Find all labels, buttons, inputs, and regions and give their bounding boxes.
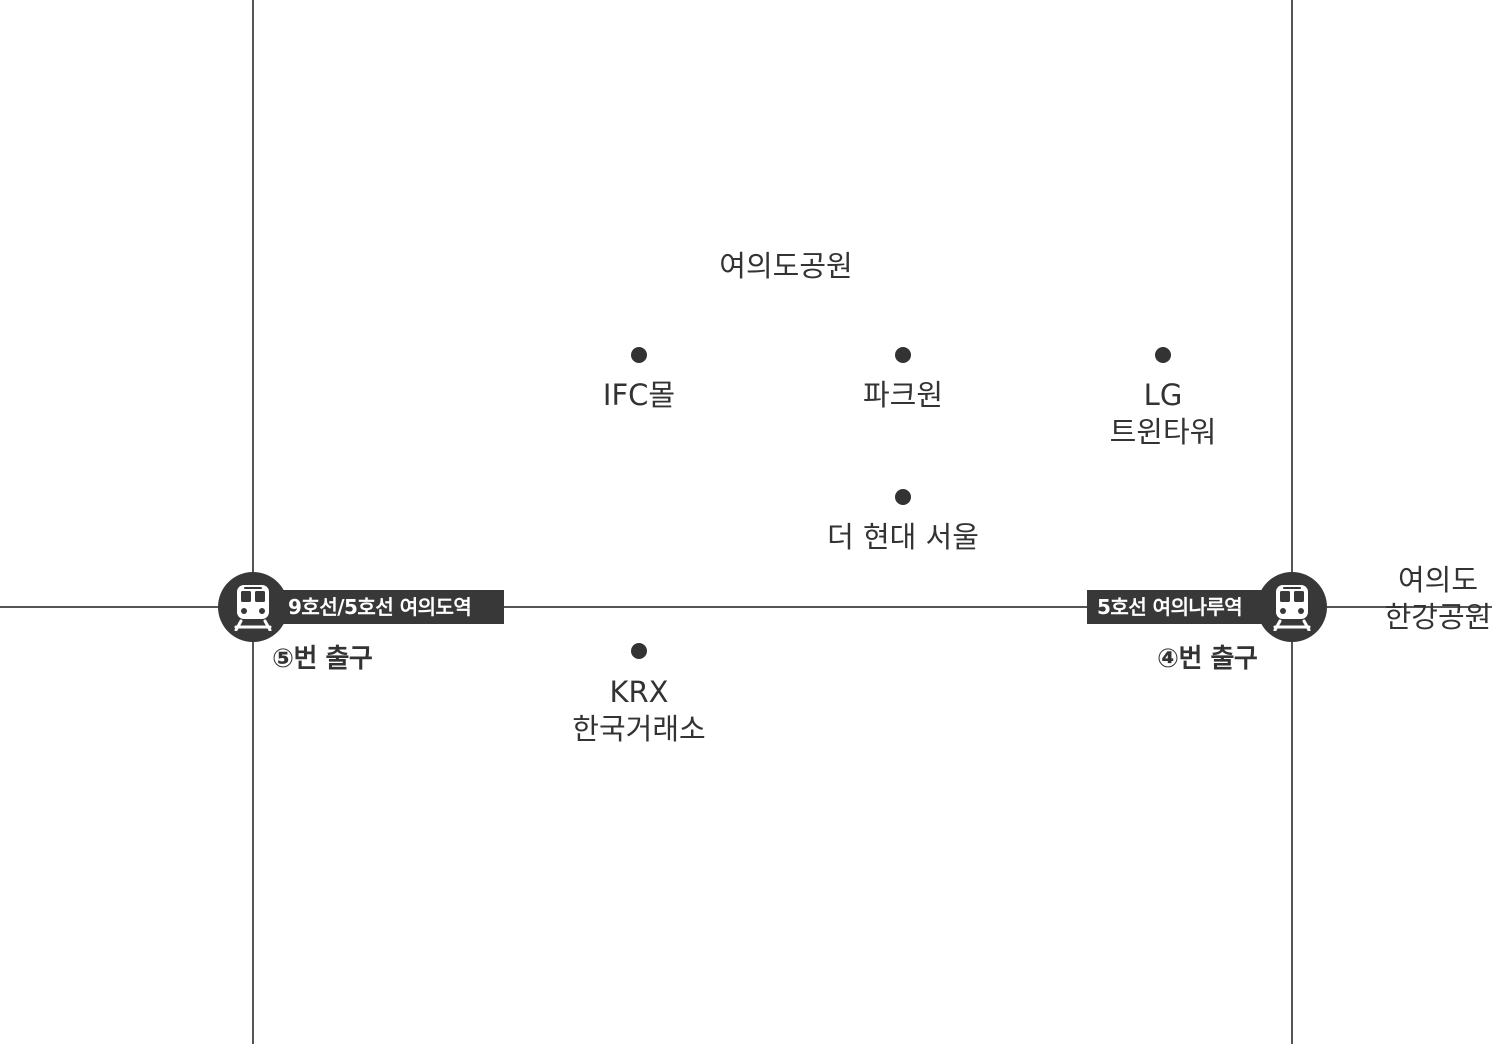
road-vertical-east	[1291, 0, 1293, 1044]
yeouido-exit-label: ⑤번 출구	[272, 644, 373, 674]
yeouinaru-station-marker[interactable]	[1257, 572, 1327, 642]
yeouido-station-name-tag[interactable]: 9호선/5호선 여의도역	[268, 590, 504, 624]
yeouido-station-name: 9호선/5호선 여의도역	[288, 595, 472, 619]
lg-twin-towers-label-line1: LG	[1143, 378, 1183, 412]
hangang-park-label: 여의도 한강공원	[1370, 562, 1492, 636]
krx-label-line2: 한국거래소	[572, 712, 706, 746]
hangang-park-label-line2: 한강공원	[1384, 600, 1492, 634]
lg-twin-towers-marker[interactable]	[1155, 347, 1171, 363]
road-horizontal	[0, 606, 1492, 608]
road-vertical-west	[252, 0, 254, 1044]
subway-train-icon	[234, 585, 272, 631]
krx-label-line1: KRX	[609, 675, 669, 709]
parkone-marker[interactable]	[895, 347, 911, 363]
the-hyundai-seoul-marker[interactable]	[895, 489, 911, 505]
krx-marker[interactable]	[631, 643, 647, 659]
hangang-park-label-line1: 여의도	[1397, 563, 1479, 597]
yeouinaru-exit-label: ④번 출구	[1157, 644, 1258, 674]
subway-train-icon	[1273, 585, 1311, 631]
ifc-mall-label: IFC몰	[602, 378, 676, 412]
parkone-label: 파크원	[862, 378, 944, 412]
the-hyundai-seoul-label: 더 현대 서울	[827, 520, 979, 554]
yeouido-station-marker[interactable]	[218, 572, 288, 642]
yeouido-park-label: 여의도공원	[719, 249, 853, 283]
ifc-mall-marker[interactable]	[631, 347, 647, 363]
yeouinaru-station-name-tag[interactable]: 5호선 여의나루역	[1087, 590, 1279, 624]
yeouinaru-station-name: 5호선 여의나루역	[1097, 595, 1243, 619]
lg-twin-towers-label-line2: 트윈타워	[1109, 415, 1217, 449]
krx-label: KRX 한국거래소	[559, 674, 719, 748]
lg-twin-towers-label: LG 트윈타워	[1083, 377, 1243, 451]
